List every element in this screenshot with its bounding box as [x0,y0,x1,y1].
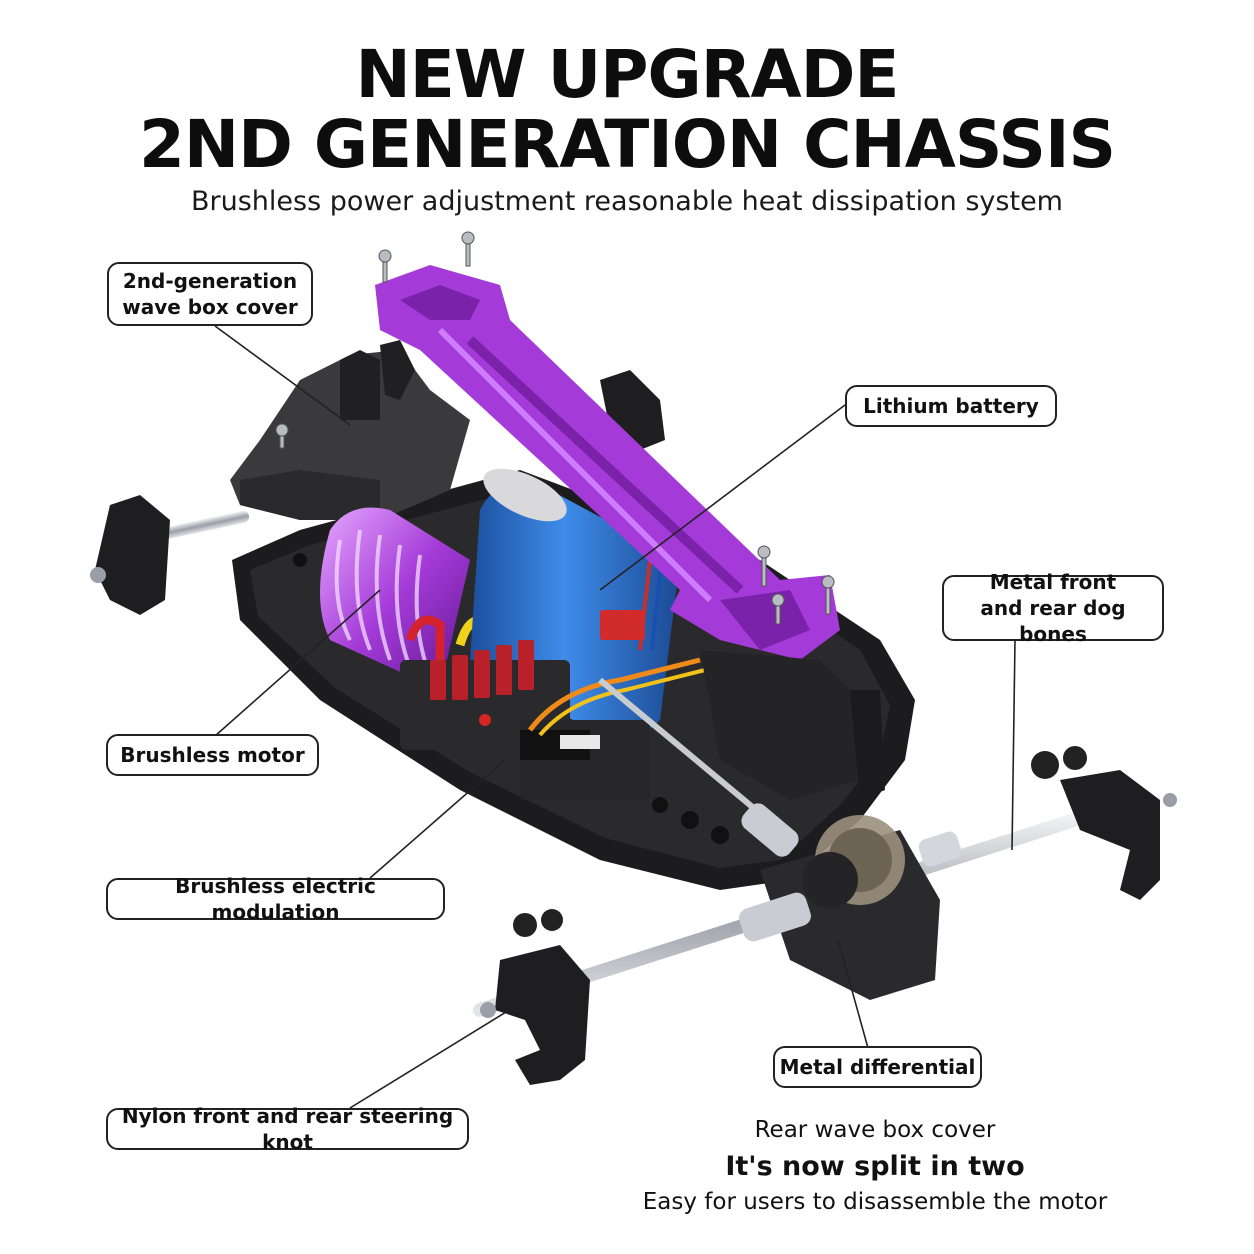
callout-dog-bones-line2: and rear dog bones [980,596,1126,646]
callout-wave-box-cover-line1: 2nd-generation [122,269,298,293]
footer-line-1: Rear wave box cover [754,1117,996,1143]
front-left-steering-knot [90,495,250,615]
callout-steering-knot: Nylon front and rear steering knot [106,1104,469,1154]
center-driveshaft [598,677,782,833]
callout-wave-box-cover: 2nd-generation wave box cover [107,262,313,326]
rear-left-steering-knot [480,909,590,1085]
callout-wave-box-cover-line2: wave box cover [122,295,298,319]
front-wave-box-cover [230,340,470,520]
footer-line-2: It's now split in two [725,1151,1025,1182]
servo-block [700,650,885,800]
screws [275,231,835,625]
rear-axle-assembly [473,803,1097,1017]
leader-lines [214,325,1016,1109]
rear-right-steering-knot [1031,746,1177,900]
brushless-esc [400,610,706,800]
subtitle: Brushless power adjustment reasonable he… [191,186,1063,217]
callout-dog-bones: Metal front and rear dog bones [942,570,1164,646]
callout-dog-bones-line1: Metal front [989,570,1117,594]
callout-lithium-battery: Lithium battery [845,385,1057,427]
callout-metal-differential: Metal differential [773,1046,982,1088]
footer-line-3: Easy for users to disassemble the motor [642,1189,1108,1215]
callout-electric-modulation: Brushless electric modulation [106,874,445,924]
headline-line-1: NEW UPGRADE [355,36,899,113]
purple-top-bar [375,265,840,660]
callout-brushless-motor: Brushless motor [106,734,319,776]
headline-line-2: 2ND GENERATION CHASSIS [138,106,1116,183]
